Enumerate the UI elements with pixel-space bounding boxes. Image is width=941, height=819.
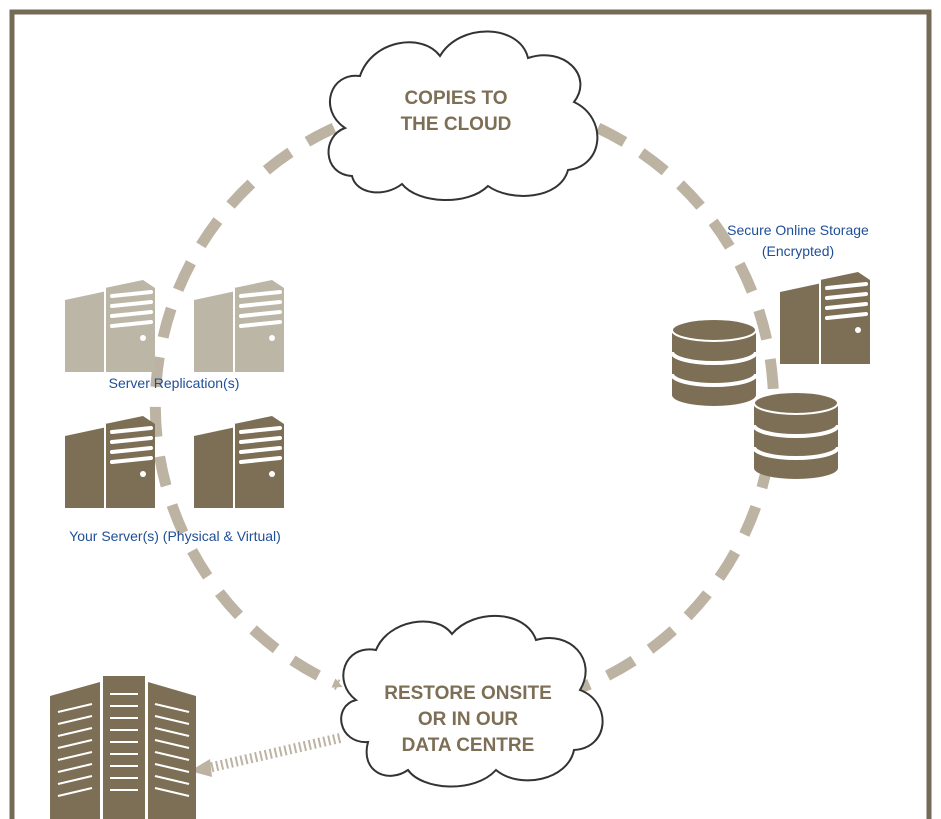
- server-rack-icon: [50, 676, 196, 819]
- backup-cycle-ring: [149, 122, 780, 696]
- cloud-bottom-line2: OR IN OUR: [418, 709, 519, 730]
- label-storage-line2: (Encrypted): [762, 243, 834, 259]
- cloud-bottom-line1: RESTORE ONSITE: [384, 683, 552, 704]
- label-your-servers: Your Server(s) (Physical & Virtual): [69, 528, 281, 544]
- cloud-top-line1: COPIES TO: [404, 88, 507, 109]
- database-icon: [670, 317, 758, 408]
- server-icon: [63, 278, 157, 374]
- cloud-bottom-line3: DATA CENTRE: [402, 735, 535, 756]
- cloud-icon: [340, 614, 604, 788]
- cloud-icon: [327, 30, 599, 202]
- label-server-replication: Server Replication(s): [109, 375, 240, 391]
- restore-arrow: [190, 733, 342, 777]
- diagram-frame: [9, 9, 932, 819]
- server-icon: [192, 414, 286, 510]
- server-icon: [63, 414, 157, 510]
- database-icon: [752, 390, 840, 481]
- cloud-top-line2: THE CLOUD: [401, 114, 512, 135]
- server-icon: [192, 278, 286, 374]
- label-storage-line1: Secure Online Storage: [727, 222, 869, 238]
- server-icon: [778, 270, 872, 366]
